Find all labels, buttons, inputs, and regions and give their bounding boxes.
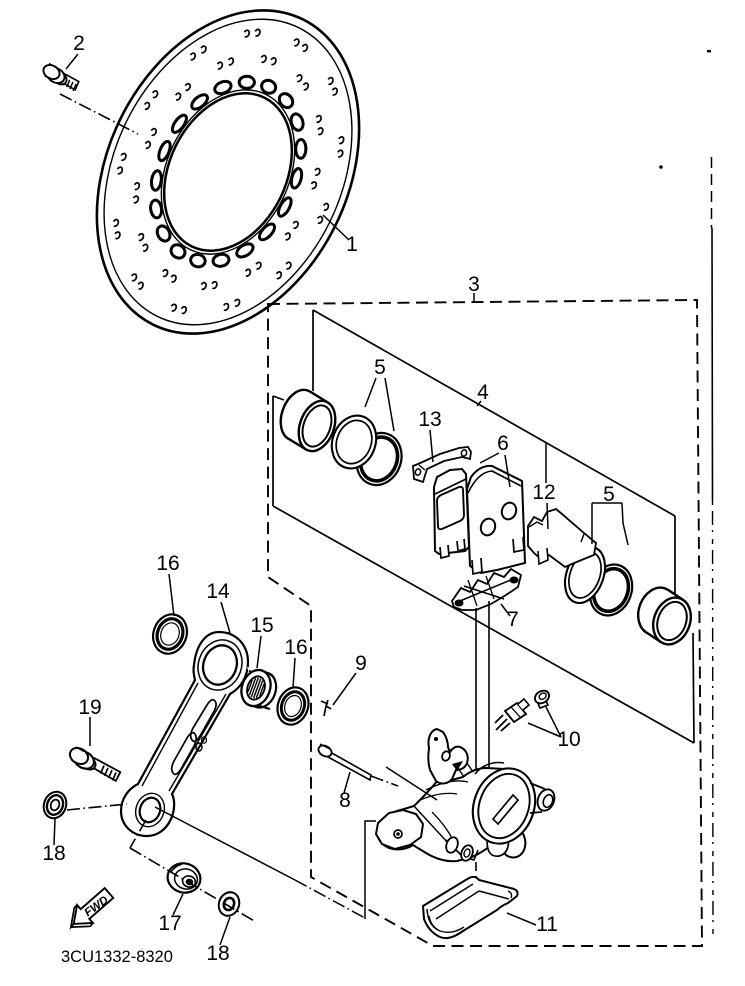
svg-text:12: 12 bbox=[532, 481, 555, 504]
svg-text:11: 11 bbox=[536, 913, 558, 936]
svg-text:18: 18 bbox=[42, 842, 65, 865]
svg-text:17: 17 bbox=[158, 912, 181, 935]
svg-text:3: 3 bbox=[468, 273, 480, 296]
svg-text:14: 14 bbox=[206, 580, 230, 603]
svg-text:6: 6 bbox=[497, 432, 509, 455]
svg-text:16: 16 bbox=[156, 552, 179, 575]
svg-text:7: 7 bbox=[507, 608, 519, 631]
svg-text:4: 4 bbox=[477, 381, 489, 404]
svg-text:10: 10 bbox=[557, 728, 580, 751]
svg-text:5: 5 bbox=[603, 483, 615, 506]
svg-text:5: 5 bbox=[374, 356, 386, 379]
svg-text:16: 16 bbox=[284, 636, 307, 659]
svg-text:1: 1 bbox=[346, 233, 358, 256]
svg-text:15: 15 bbox=[250, 614, 273, 637]
svg-text:3CU1332-8320: 3CU1332-8320 bbox=[61, 948, 173, 966]
svg-text:8: 8 bbox=[339, 789, 351, 812]
svg-text:18: 18 bbox=[206, 942, 229, 965]
svg-text:13: 13 bbox=[418, 408, 441, 431]
svg-text:2: 2 bbox=[73, 32, 85, 55]
svg-text:9: 9 bbox=[355, 652, 367, 675]
svg-text:19: 19 bbox=[78, 696, 101, 719]
